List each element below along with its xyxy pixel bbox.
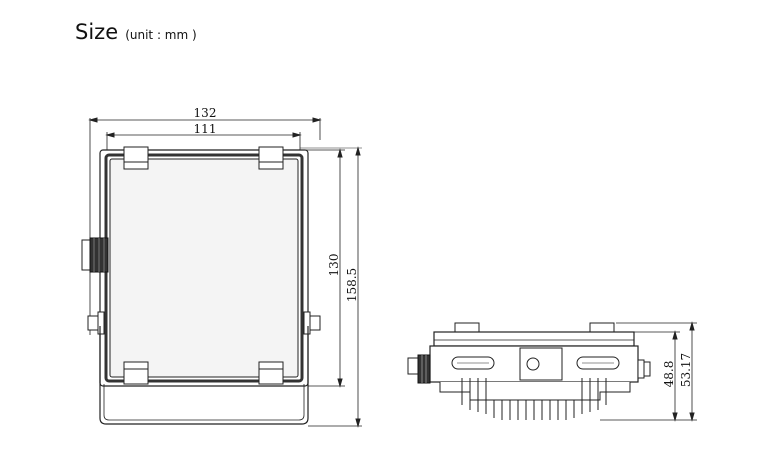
page-title: Size (unit : mm ) [75,20,197,44]
dim-label-48-8: 48.8 [662,361,676,388]
side-cable-gland [407,354,431,384]
dim-label-158-5: 158.5 [345,268,359,302]
dim-label-130: 130 [327,254,341,277]
dim-label-53-17: 53.17 [679,353,693,387]
heat-sink-base [439,382,631,401]
clip-top-left [123,146,149,170]
side-lens-plate [433,331,635,347]
cable-gland [81,237,109,273]
knob-right [303,311,321,335]
title-size: Size [75,20,119,44]
mounting-bracket [99,326,309,425]
clip-bottom-right [258,361,284,385]
heat-sink-fins [461,378,607,420]
center-boss [519,347,563,381]
front-view [81,117,362,428]
side-knob [637,359,651,379]
knob-left [87,311,105,335]
dim-label-111: 111 [194,122,217,136]
side-view [407,321,697,422]
title-unit: (unit : mm ) [125,28,197,42]
dim-label-132: 132 [194,106,217,120]
lens-panel [109,158,299,378]
clip-bottom-left [123,361,149,385]
clip-top-right [258,146,284,170]
